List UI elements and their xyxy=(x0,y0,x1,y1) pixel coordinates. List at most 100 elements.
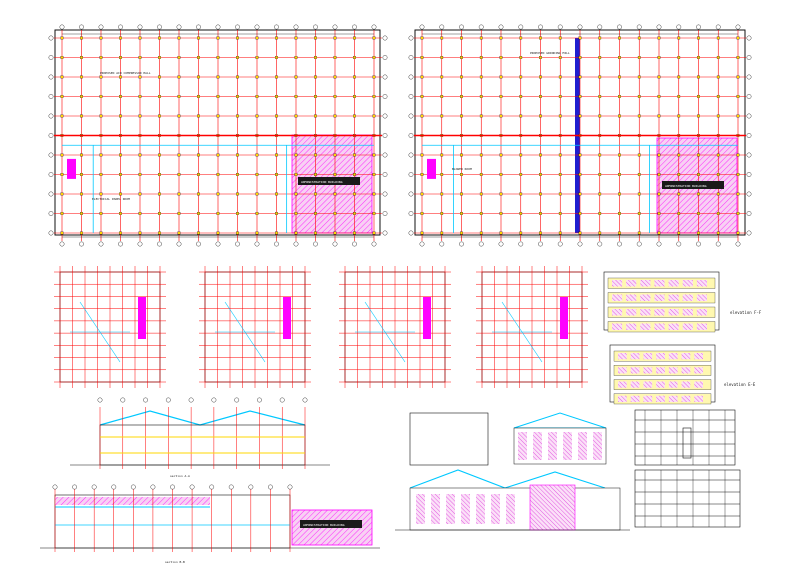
grid-bubble xyxy=(97,397,103,403)
grid-bubble xyxy=(48,94,54,99)
column-marker xyxy=(333,173,337,176)
window-panel xyxy=(696,294,707,301)
column-marker xyxy=(80,95,83,98)
column-marker xyxy=(314,192,317,196)
grid-bubble xyxy=(302,397,308,403)
column-marker xyxy=(138,173,142,176)
column-marker xyxy=(618,231,621,235)
column-marker xyxy=(138,192,142,196)
column-marker xyxy=(716,75,720,79)
window-panel xyxy=(618,367,627,374)
column-marker xyxy=(736,173,740,176)
grid-bubble xyxy=(196,24,201,30)
grid-bubble xyxy=(538,241,543,247)
grid-bubble xyxy=(176,24,182,30)
long-elev-window xyxy=(461,494,470,524)
column-marker xyxy=(420,114,424,118)
grid-bubble xyxy=(557,241,563,247)
grid-bubble xyxy=(48,191,54,197)
column-marker xyxy=(99,75,103,79)
column-marker xyxy=(479,153,483,157)
column-marker xyxy=(460,153,463,157)
grid-bubble xyxy=(746,191,752,197)
column-marker xyxy=(158,95,161,98)
column-marker xyxy=(314,95,317,98)
pavilion-body xyxy=(513,427,607,465)
column-marker xyxy=(353,192,356,196)
grid-bubble xyxy=(313,24,318,30)
column-marker xyxy=(158,212,161,215)
column-marker xyxy=(736,192,740,196)
column-marker xyxy=(558,114,562,118)
window-panel xyxy=(643,353,653,360)
grid-bubble xyxy=(293,24,299,30)
column-marker xyxy=(578,75,582,79)
grid-bubble xyxy=(59,241,65,247)
column-marker xyxy=(236,114,239,118)
plan-left-lower-note: ELECTRICAL PANEL ROOM xyxy=(92,197,130,201)
column-marker xyxy=(372,95,376,98)
column-marker xyxy=(479,192,483,196)
column-marker xyxy=(60,212,64,215)
column-marker xyxy=(119,231,122,235)
column-marker xyxy=(294,95,298,98)
plan-right-admin-tag-bg xyxy=(662,181,724,189)
window-panel xyxy=(668,309,679,316)
window-panel xyxy=(682,323,693,330)
grid-bubble xyxy=(130,484,136,490)
column-marker xyxy=(460,36,463,40)
column-marker xyxy=(236,212,239,215)
magenta-core xyxy=(560,297,568,339)
column-marker xyxy=(216,173,220,176)
column-marker xyxy=(637,56,641,59)
grid-bubble xyxy=(274,24,279,30)
column-marker xyxy=(637,231,641,235)
column-marker xyxy=(637,75,641,79)
column-marker xyxy=(314,173,317,176)
column-marker xyxy=(716,173,720,176)
column-marker xyxy=(80,173,83,176)
grid-bubble xyxy=(211,397,217,403)
window-panel xyxy=(668,280,679,287)
grid-bubble xyxy=(408,74,414,80)
grid-bubble xyxy=(715,241,721,247)
column-marker xyxy=(697,95,700,98)
grid-bubble xyxy=(597,24,603,30)
column-marker xyxy=(677,212,681,215)
column-marker xyxy=(637,114,641,118)
section-bb-admin-tag-bg xyxy=(300,520,362,528)
column-marker xyxy=(138,114,142,118)
column-marker xyxy=(539,36,542,40)
grid-bubble xyxy=(459,241,464,247)
column-marker xyxy=(440,231,444,235)
column-marker xyxy=(697,231,700,235)
window-panel xyxy=(654,309,665,316)
column-marker xyxy=(275,231,278,235)
window-panel xyxy=(654,294,665,301)
grid-bubble xyxy=(408,113,414,119)
grid-bubble xyxy=(287,484,293,490)
grid-bubble xyxy=(408,133,414,138)
column-marker xyxy=(736,95,740,98)
small-plan-2 xyxy=(199,266,311,388)
column-marker xyxy=(158,114,161,118)
column-marker xyxy=(177,153,181,157)
grid-bubble xyxy=(215,24,221,30)
column-marker xyxy=(177,212,181,215)
column-marker xyxy=(158,173,161,176)
column-marker xyxy=(716,153,720,157)
column-marker xyxy=(314,153,317,157)
column-marker xyxy=(460,192,463,196)
column-marker xyxy=(637,36,641,40)
window-panel xyxy=(668,353,678,360)
column-marker xyxy=(558,192,562,196)
column-marker xyxy=(99,153,103,157)
column-marker xyxy=(158,56,161,59)
grid-bubble xyxy=(352,24,357,30)
grid-bubble xyxy=(538,24,543,30)
column-marker xyxy=(558,173,562,176)
grid-bubble xyxy=(419,24,425,30)
column-marker xyxy=(60,231,64,235)
column-marker xyxy=(294,75,298,79)
grid-bubble xyxy=(746,211,752,216)
